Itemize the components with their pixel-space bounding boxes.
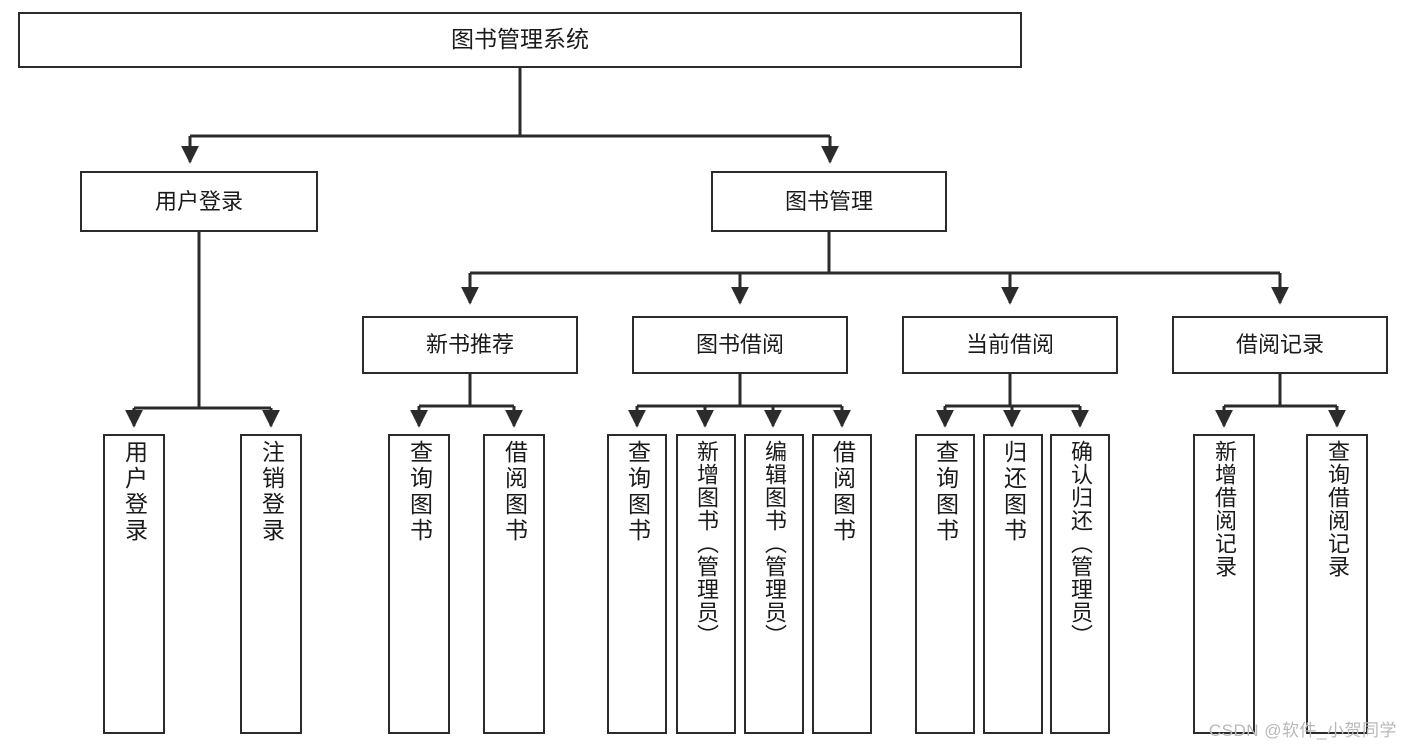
- node-user-login[interactable]: 用户登录: [80, 171, 318, 232]
- node-root-label: 图书管理系统: [451, 26, 589, 53]
- node-new-book-recommend-label: 新书推荐: [425, 332, 514, 358]
- leaf-confirm-return-label: 确认归还（管理员）: [1068, 440, 1093, 647]
- leaf-borrow-book-1[interactable]: 借阅图书: [483, 434, 545, 734]
- leaf-return-book-label: 归还图书: [1000, 440, 1027, 544]
- leaf-add-record[interactable]: 新增借阅记录: [1193, 434, 1255, 734]
- node-borrow-record-label: 借阅记录: [1235, 332, 1324, 358]
- node-new-book-recommend[interactable]: 新书推荐: [362, 316, 578, 374]
- leaf-confirm-return[interactable]: 确认归还（管理员）: [1050, 434, 1110, 734]
- leaf-query-record-label: 查询借阅记录: [1325, 440, 1350, 578]
- leaf-query-record[interactable]: 查询借阅记录: [1306, 434, 1368, 734]
- leaf-edit-book-label: 编辑图书（管理员）: [762, 440, 787, 647]
- leaf-query-book-1[interactable]: 查询图书: [388, 434, 450, 734]
- node-borrow-record[interactable]: 借阅记录: [1172, 316, 1388, 374]
- node-book-borrow[interactable]: 图书借阅: [632, 316, 848, 374]
- leaf-borrow-book-1-label: 借阅图书: [501, 440, 528, 544]
- node-book-borrow-label: 图书借阅: [695, 332, 784, 358]
- node-root-system[interactable]: 图书管理系统: [18, 12, 1022, 68]
- node-book-management[interactable]: 图书管理: [711, 171, 947, 232]
- leaf-query-book-2-label: 查询图书: [624, 440, 651, 544]
- leaf-user-login-label: 用户登录: [121, 440, 148, 544]
- leaf-query-book-3-label: 查询图书: [932, 440, 959, 544]
- leaf-query-book-3[interactable]: 查询图书: [915, 434, 975, 734]
- leaf-query-book-1-label: 查询图书: [406, 440, 433, 544]
- leaf-borrow-book-2[interactable]: 借阅图书: [812, 434, 872, 734]
- node-book-management-label: 图书管理: [784, 188, 873, 214]
- leaf-add-record-label: 新增借阅记录: [1212, 440, 1237, 578]
- leaf-return-book[interactable]: 归还图书: [983, 434, 1043, 734]
- leaf-borrow-book-2-label: 借阅图书: [829, 440, 856, 544]
- leaf-user-login[interactable]: 用户登录: [103, 434, 165, 734]
- leaf-logout-login[interactable]: 注销登录: [240, 434, 302, 734]
- node-current-borrow[interactable]: 当前借阅: [902, 316, 1118, 374]
- node-user-login-label: 用户登录: [154, 188, 243, 214]
- node-current-borrow-label: 当前借阅: [965, 332, 1054, 358]
- leaf-query-book-2[interactable]: 查询图书: [607, 434, 667, 734]
- leaf-add-book-label: 新增图书（管理员）: [694, 440, 719, 647]
- leaf-add-book[interactable]: 新增图书（管理员）: [676, 434, 736, 734]
- leaf-edit-book[interactable]: 编辑图书（管理员）: [744, 434, 804, 734]
- leaf-logout-login-label: 注销登录: [258, 440, 285, 544]
